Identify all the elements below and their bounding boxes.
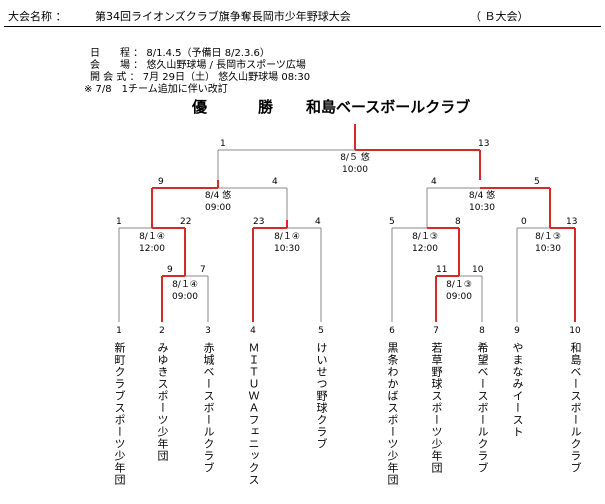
q2-score-right: 4 xyxy=(315,217,321,227)
q1-score-right: 22 xyxy=(180,217,192,227)
division-label: （ Ｂ大会） xyxy=(470,10,529,23)
r1-left-time: 09:00 xyxy=(172,292,198,302)
semi-right-date: 8/4 悠 xyxy=(468,191,496,201)
team-name: やまなみイースト xyxy=(511,342,524,438)
q2-time: 10:30 xyxy=(274,244,300,254)
team-number: 10 xyxy=(569,326,581,336)
team-number: 7 xyxy=(433,326,439,336)
revision-note: ※ 7/8 1チーム追加に伴い改訂 xyxy=(84,84,228,95)
team-name: 若草野球スポーツ少年団 xyxy=(430,342,443,474)
r1-right-date: 8/１③ xyxy=(446,280,472,290)
team-number: 6 xyxy=(389,326,395,336)
team-number: 4 xyxy=(250,326,256,336)
semi-left-score-right: 4 xyxy=(272,177,278,187)
header-divider xyxy=(4,26,601,27)
r1-right-score-left: 11 xyxy=(436,265,448,275)
semi-right-time: 10:30 xyxy=(469,203,495,213)
r1-left-score-left: 9 xyxy=(167,265,173,275)
q1-time: 12:00 xyxy=(139,244,165,254)
team-name: ＭＩＴＵＷＡフェニックス xyxy=(247,342,260,486)
tournament-title: 第34回ライオンズクラブ旗争奪長岡市少年野球大会 xyxy=(95,10,351,23)
team-number: 8 xyxy=(479,326,485,336)
team-number: 5 xyxy=(318,326,324,336)
champion-label-1: 優 xyxy=(192,98,208,116)
team-name: みゆきスポーツ少年団 xyxy=(156,342,169,462)
venue: 会 場 ： 悠久山野球場 / 長岡市スポーツ広場 xyxy=(90,60,306,71)
opening-ceremony: 開 会 式 ： 7月 29日（土） 悠久山野球場 08:30 xyxy=(90,72,311,83)
q4-score-right: 13 xyxy=(566,217,578,227)
q3-time: 12:00 xyxy=(412,244,438,254)
q1-date: 8/１④ xyxy=(139,232,165,242)
q1-score-left: 1 xyxy=(116,217,122,227)
team-name: 和島ベースボールクラブ xyxy=(569,342,582,474)
team-name: 新町クラブスポーツ少年団 xyxy=(113,342,126,486)
team-name: けいせつ野球クラブ xyxy=(315,342,328,450)
r1-left-date: 8/１④ xyxy=(172,280,198,290)
team-name: 赤城ベースボールクラブ xyxy=(202,342,215,474)
semi-left-score-left: 9 xyxy=(158,177,164,187)
semi-left-date: 8/4 悠 xyxy=(204,191,232,201)
team-number: 3 xyxy=(205,326,211,336)
final-time: 10:00 xyxy=(342,165,368,175)
final-score-right: 13 xyxy=(478,139,490,149)
header-label: 大会名称 ： xyxy=(8,10,67,23)
schedule-dates: 日 程 ： 8/1.4.5（予備日 8/2.3.6） xyxy=(90,48,270,59)
q3-score-right: 8 xyxy=(455,217,461,227)
q2-score-left: 23 xyxy=(253,217,265,227)
team-number: 2 xyxy=(159,326,165,336)
q3-date: 8/１③ xyxy=(412,232,438,242)
q3-score-left: 5 xyxy=(389,217,395,227)
r1-right-score-right: 10 xyxy=(472,265,484,275)
final-date: 8/５ 悠 xyxy=(340,153,370,163)
r1-right-time: 09:00 xyxy=(446,292,472,302)
q4-time: 10:30 xyxy=(535,244,561,254)
q4-date: 8/１③ xyxy=(535,232,561,242)
q2-date: 8/１④ xyxy=(274,232,300,242)
semi-right-score-left: 4 xyxy=(431,177,437,187)
semi-right-score-right: 5 xyxy=(534,177,540,187)
q4-score-left: 0 xyxy=(521,217,527,227)
team-number: 9 xyxy=(514,326,520,336)
team-name: 黒条わかばスポーツ少年団 xyxy=(386,342,399,486)
champion-team: 和島ベースボールクラブ xyxy=(306,98,471,116)
team-name: 希望ベースボールクラブ xyxy=(476,342,489,474)
final-score-left: 1 xyxy=(220,139,226,149)
r1-left-score-right: 7 xyxy=(200,265,206,275)
semi-left-time: 09:00 xyxy=(205,203,231,213)
champion-label-2: 勝 xyxy=(258,98,274,116)
team-number: 1 xyxy=(116,326,122,336)
